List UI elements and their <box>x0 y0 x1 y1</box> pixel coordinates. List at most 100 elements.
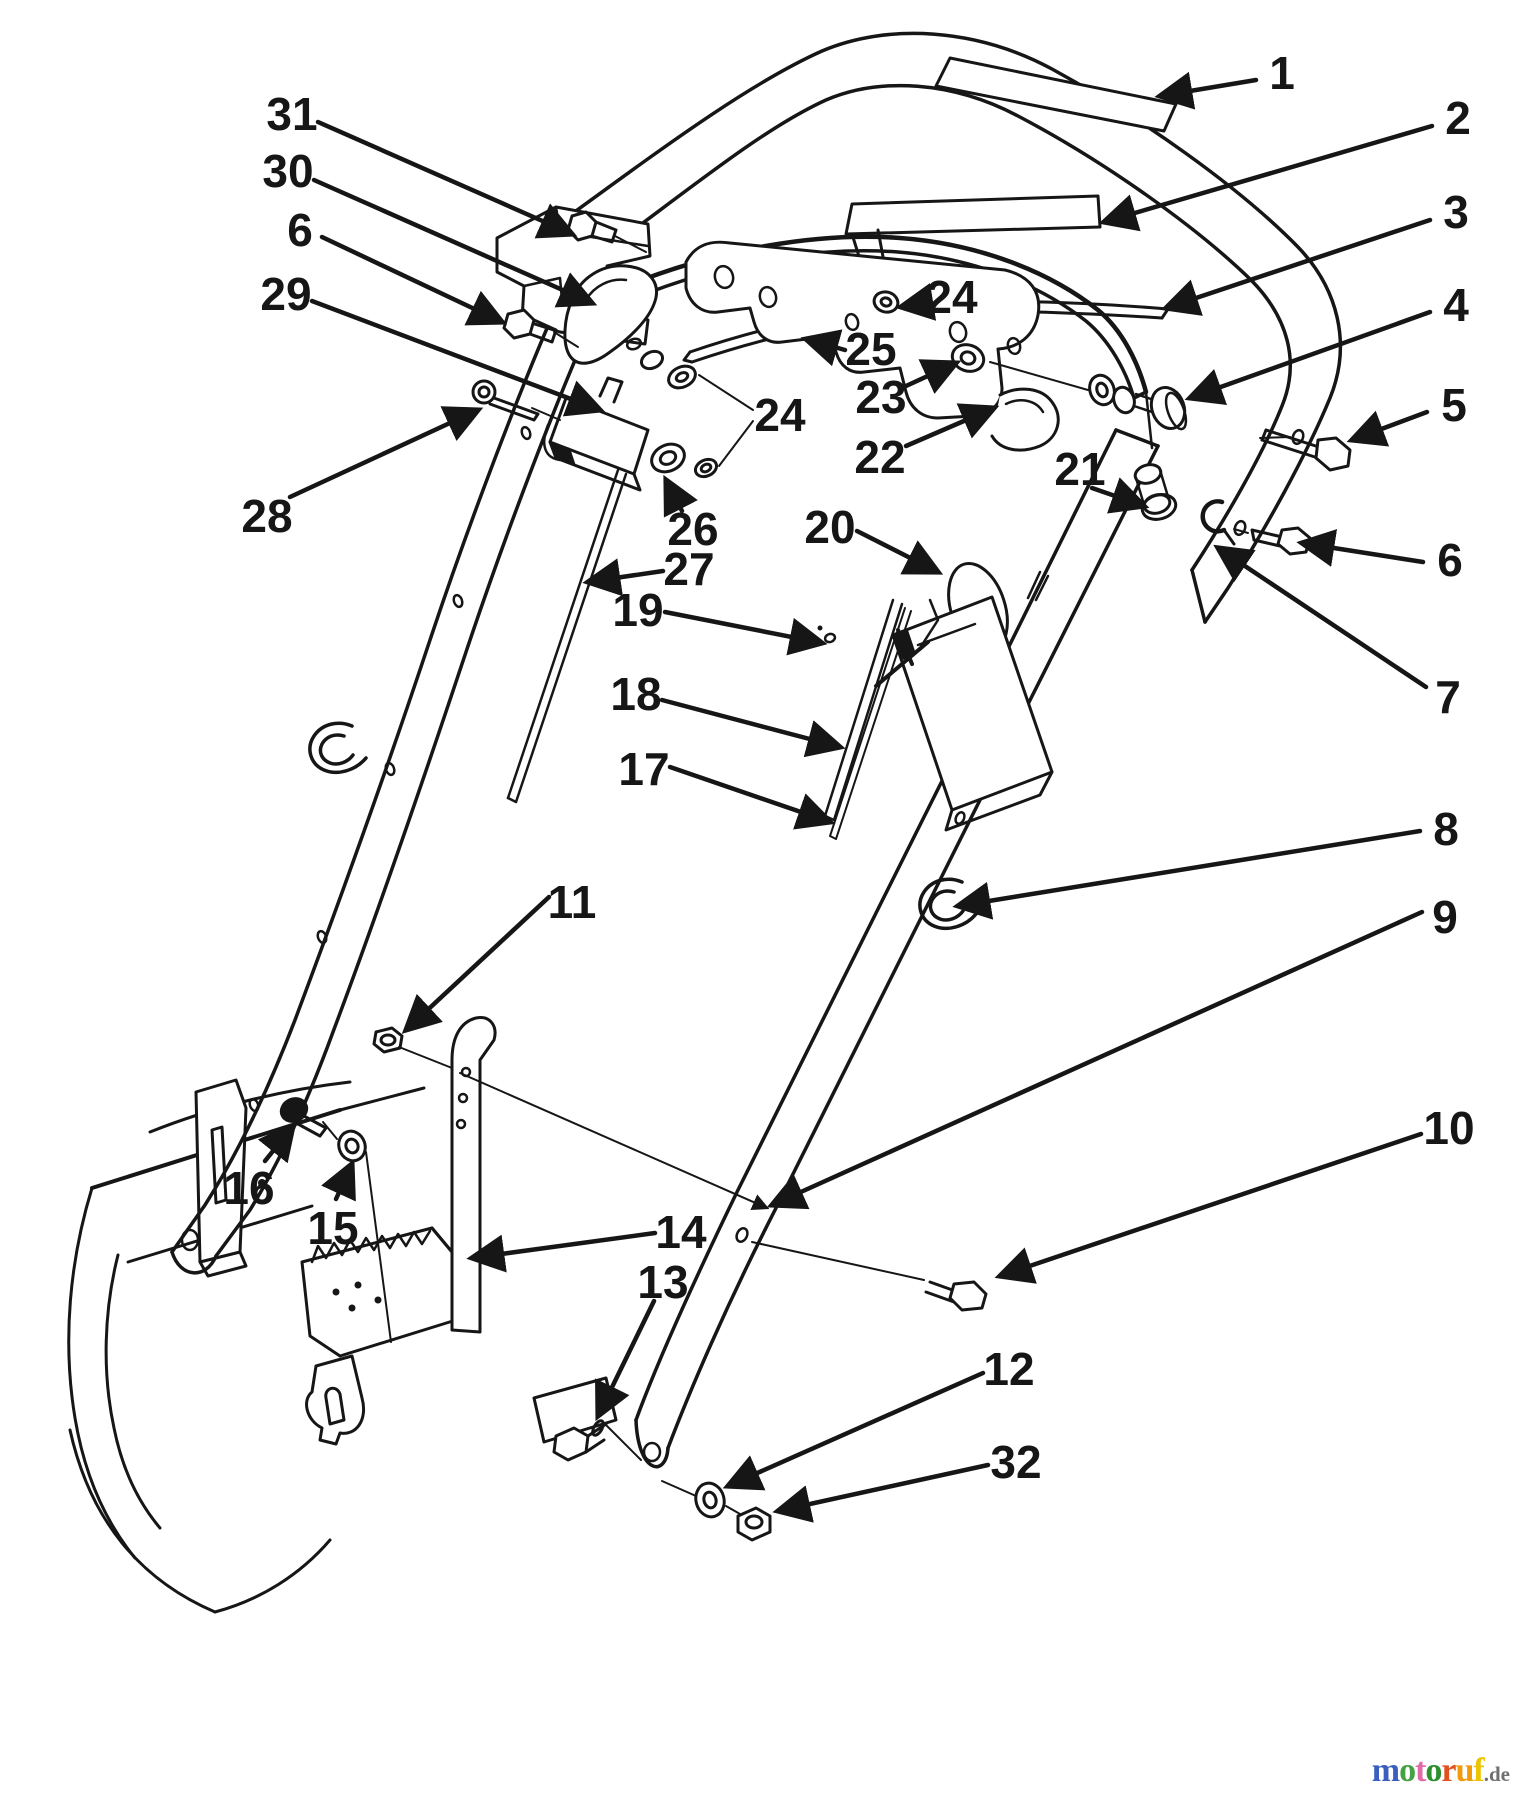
callout-leader-17 <box>667 764 836 830</box>
watermark-logo[interactable]: motoruf.de <box>1372 1752 1510 1790</box>
callout-number-26: 26 <box>667 503 718 555</box>
callout-number-15: 15 <box>307 1202 358 1254</box>
assembly-line <box>718 420 754 467</box>
control-cable-rod <box>506 468 628 804</box>
callout-number-7: 7 <box>1435 671 1461 723</box>
callout-number-14: 14 <box>655 1206 707 1258</box>
callout-leader-2 <box>1098 123 1435 232</box>
callout-leader-24 <box>895 282 937 321</box>
callout-leader-23 <box>903 359 962 394</box>
watermark-letter: t <box>1415 1752 1426 1789</box>
callout-leader-32 <box>772 1462 991 1523</box>
grip-panel-1 <box>934 56 1178 133</box>
assembly-line <box>614 235 647 253</box>
callout-leader-30 <box>311 177 598 308</box>
callout-leader-16 <box>257 1121 297 1164</box>
callout-leader-10 <box>994 1131 1424 1284</box>
callout-number-24: 24 <box>754 389 806 441</box>
assembly-line <box>365 1151 392 1343</box>
callout-leader-9 <box>766 909 1425 1210</box>
assembly-line <box>1259 436 1291 439</box>
callout-leader-25 <box>800 329 848 367</box>
callout-leader-31 <box>315 119 578 239</box>
callout-number-19: 19 <box>612 584 663 636</box>
callout-number-13: 13 <box>637 1256 688 1308</box>
assembly-line <box>459 1072 770 1210</box>
callout-leader-21 <box>1089 477 1150 514</box>
callout-number-28: 28 <box>241 490 292 542</box>
callout-number-8: 8 <box>1433 803 1459 855</box>
callout-number-17: 17 <box>618 743 669 795</box>
hairpin-clip-left <box>308 721 368 775</box>
callout-leader-26 <box>663 474 698 518</box>
callout-number-9: 9 <box>1432 891 1458 943</box>
callout-leader-6 <box>1296 529 1426 567</box>
support-strap <box>450 1016 497 1334</box>
callout-leader-11 <box>401 894 552 1034</box>
callout-number-6: 6 <box>287 204 313 256</box>
callout-number-24: 24 <box>926 271 978 323</box>
assembly-line <box>605 1424 642 1461</box>
callout-number-21: 21 <box>1054 443 1105 495</box>
callout-leader-19 <box>662 609 828 656</box>
callout-number-5: 5 <box>1441 379 1467 431</box>
callout-leader-20 <box>854 528 944 575</box>
control-lever-assembly <box>891 561 1054 832</box>
callout-number-6: 6 <box>1437 534 1463 586</box>
assembly-line <box>698 374 754 411</box>
callout-leader-4 <box>1184 309 1433 406</box>
assembly-line <box>1233 528 1249 534</box>
pivot-washers <box>639 290 900 479</box>
callout-leader-3 <box>1160 217 1433 316</box>
callout-leader-27 <box>582 558 666 597</box>
watermark-letter: m <box>1371 1752 1400 1789</box>
callout-number-10: 10 <box>1423 1102 1474 1154</box>
callout-number-1: 1 <box>1269 47 1295 99</box>
callout-number-30: 30 <box>262 145 313 197</box>
upper-handle-tube <box>556 31 1343 624</box>
watermark-letter: o <box>1425 1752 1442 1789</box>
watermark-letter: r <box>1441 1752 1456 1789</box>
grip-panel-2 <box>844 194 1102 268</box>
callout-number-12: 12 <box>983 1343 1034 1395</box>
callout-leader-29 <box>309 298 606 417</box>
callout-number-23: 23 <box>855 371 906 423</box>
callout-leader-1 <box>1154 71 1259 110</box>
callout-number-22: 22 <box>854 431 905 483</box>
callout-number-20: 20 <box>804 501 855 553</box>
callout-number-25: 25 <box>845 323 896 375</box>
callout-number-3: 3 <box>1443 186 1469 238</box>
callout-leader-14 <box>466 1230 658 1273</box>
assembly-line <box>989 361 1089 391</box>
callout-leader-22 <box>903 403 1000 449</box>
assembly-line <box>322 1121 338 1140</box>
cable-anchor-block <box>548 376 650 492</box>
assembly-line <box>661 1480 697 1497</box>
callout-leader-7 <box>1213 544 1429 690</box>
assembly-line <box>398 1046 453 1069</box>
right-lower-handle-tube <box>634 428 1160 1469</box>
assembly-lines <box>322 235 1291 1515</box>
callout-number-31: 31 <box>266 88 317 140</box>
watermark-letter: o <box>1399 1752 1416 1789</box>
callout-leader-12 <box>722 1370 986 1491</box>
callout-leader-5 <box>1346 409 1430 447</box>
mower-deck <box>67 1078 618 1614</box>
callout-number-16: 16 <box>223 1162 274 1214</box>
callout-number-2: 2 <box>1445 92 1471 144</box>
callout-number-18: 18 <box>610 668 661 720</box>
callout-number-11: 11 <box>548 876 597 928</box>
assembly-line <box>725 1505 741 1515</box>
assembly-line <box>553 331 579 348</box>
watermark-suffix: .de <box>1483 1762 1510 1786</box>
callout-leader-28 <box>287 406 484 500</box>
callout-number-32: 32 <box>990 1436 1041 1488</box>
callout-number-29: 29 <box>260 268 311 320</box>
watermark-letter: f <box>1473 1752 1484 1789</box>
callout-leader-13 <box>595 1298 657 1422</box>
callout-number-27: 27 <box>663 543 714 595</box>
assembly-line <box>751 1241 925 1281</box>
